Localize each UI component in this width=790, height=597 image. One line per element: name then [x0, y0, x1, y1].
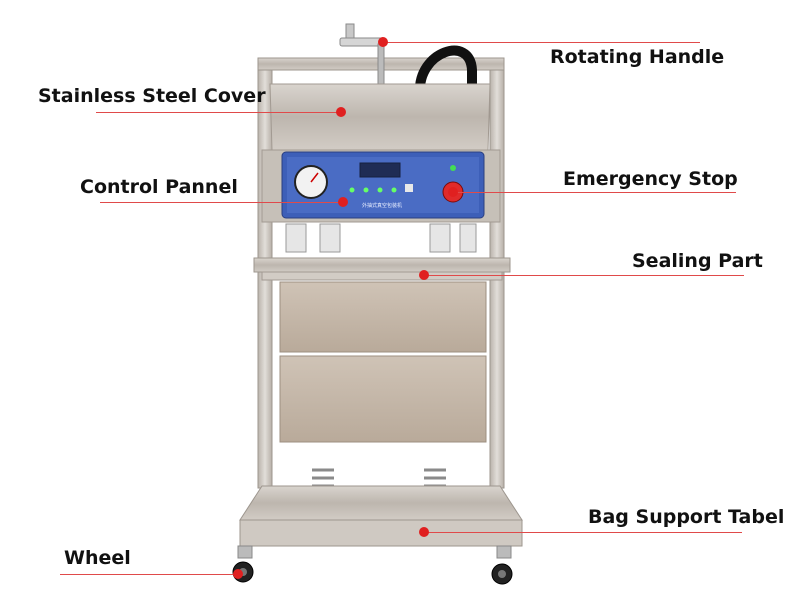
- wheel-dot: [233, 569, 243, 579]
- stainless-steel-cover-label: Stainless Steel Cover: [38, 85, 266, 107]
- control-pannel-dot: [338, 197, 348, 207]
- emergency-stop-label: Emergency Stop: [563, 168, 738, 190]
- bag-support-tabel-label: Bag Support Tabel: [588, 506, 785, 528]
- front-panels: [279, 281, 487, 443]
- rotating-handle-leader: [383, 42, 700, 43]
- bag-support-tabel-dot: [419, 527, 429, 537]
- sealing-part-label: Sealing Part: [632, 250, 763, 272]
- wheels: [232, 545, 513, 585]
- stainless-steel-cover-dot: [336, 107, 346, 117]
- control-pannel-label: Control Pannel: [80, 176, 238, 198]
- rotating-handle: [339, 23, 385, 85]
- emergency-stop-leader: [452, 192, 736, 193]
- emergency-stop-dot: [448, 187, 458, 197]
- sealing-part-dot: [419, 270, 429, 280]
- sealing-part: [253, 223, 511, 281]
- bag-support-tabel-leader: [424, 532, 742, 533]
- wheel-leader: [60, 574, 240, 575]
- vacuum-hose: [415, 45, 477, 97]
- panel-plate-text: 外抽式真空包装机: [362, 202, 402, 209]
- display-window: [359, 162, 401, 178]
- control-panel: 外抽式真空包装机: [281, 151, 485, 219]
- rotating-handle-label: Rotating Handle: [550, 46, 725, 68]
- sealing-part-leader: [424, 275, 744, 276]
- wheel-label: Wheel: [64, 547, 131, 569]
- control-pannel-leader: [100, 202, 344, 203]
- stainless-steel-cover-leader: [96, 112, 342, 113]
- bag-support-table: [239, 485, 523, 547]
- rotating-handle-dot: [378, 37, 388, 47]
